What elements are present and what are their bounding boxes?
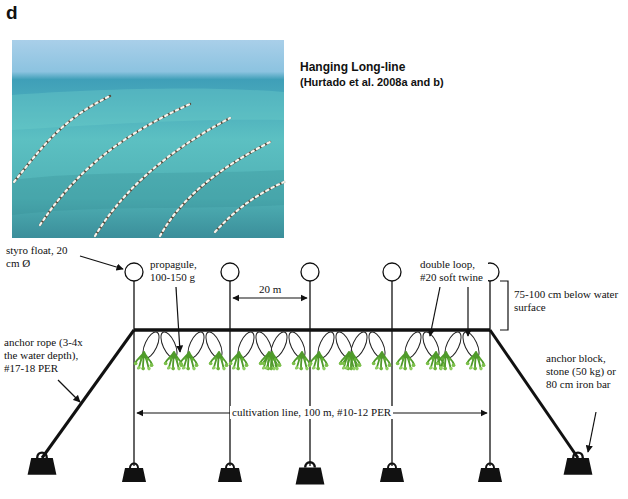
source-reference: (Hurtado et al. 2008a and b) [300, 76, 444, 89]
cultivation-line-label: cultivation line, 100 m, #10-12 PER [230, 406, 393, 419]
panel-letter: d [6, 2, 18, 24]
float-label: styro float, 20 cm Ø [6, 244, 78, 270]
anchor-block-label: anchor block, stone (50 kg) or 80 cm iro… [546, 352, 624, 391]
spacing-dimension: 20 m [259, 283, 281, 296]
propagule-label: propagule, 100-150 g [150, 258, 218, 284]
anchor-rope-label: anchor rope (3-4x the water depth), #17-… [4, 336, 92, 375]
depth-label: 75-100 cm below water surface [514, 288, 622, 314]
loop-label: double loop, #20 soft twine [418, 258, 488, 284]
figure-title: Hanging Long-line [300, 60, 405, 74]
